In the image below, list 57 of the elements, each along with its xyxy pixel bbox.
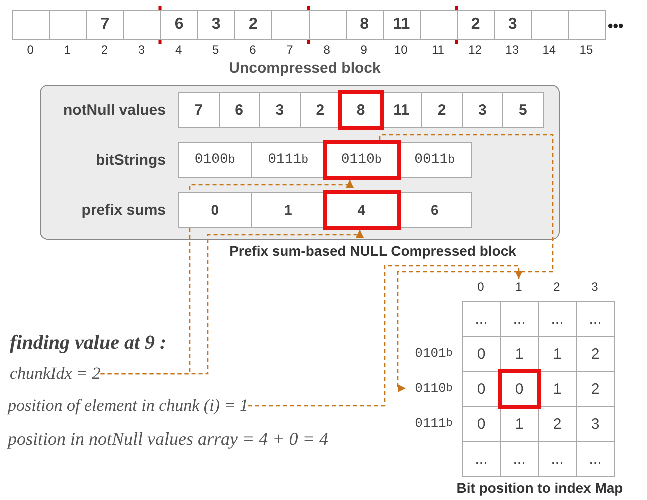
- value-cell: 7: [178, 92, 220, 128]
- arrow: [248, 265, 523, 407]
- block-caption: Uncompressed block: [228, 58, 382, 78]
- value-cell: 2: [456, 10, 495, 40]
- index-number: 14: [542, 42, 558, 57]
- index-number: 3: [137, 42, 146, 57]
- value-cell: 3: [197, 10, 236, 40]
- index-number: 4: [174, 42, 184, 57]
- index-number: 9: [360, 42, 368, 57]
- ellipsis-mark: •••: [608, 16, 625, 36]
- value-cell: 6: [160, 10, 198, 40]
- index-number: 15: [578, 42, 594, 57]
- value-cell: 8: [338, 90, 384, 130]
- equation-text: position of element in chunk (i) = 1: [8, 394, 248, 418]
- equation-text: chunkIdx = 2: [10, 362, 101, 386]
- arrow: [100, 230, 364, 375]
- map-cell: ...: [462, 301, 501, 337]
- row-label: notNull values: [62, 100, 166, 120]
- index-number: 12: [468, 42, 483, 57]
- column-header: 1: [500, 279, 538, 295]
- row-label: prefix sums: [80, 200, 166, 220]
- index-number: 2: [100, 42, 109, 57]
- column-header: 3: [590, 279, 600, 295]
- heading-text: finding value at 9 :: [10, 330, 167, 356]
- value-cell: 2: [234, 10, 272, 40]
- column-header: 2: [552, 279, 562, 295]
- value-cell: 3: [494, 10, 532, 40]
- value-cell: 2: [421, 92, 463, 128]
- row-label: bitStrings: [95, 150, 166, 170]
- equation-text: position in notNull values array = 4 + 0 = 4: [8, 428, 328, 451]
- value-cell: 8: [346, 10, 384, 40]
- column-header: 0: [476, 279, 486, 295]
- value-cell: 6: [218, 92, 260, 128]
- index-number: 7: [286, 42, 294, 57]
- index-number: 0: [26, 42, 35, 57]
- value-cell: 5: [502, 92, 544, 128]
- index-number: 6: [248, 42, 258, 57]
- map-cell: ...: [576, 441, 615, 477]
- prefix-sum-cell: 0: [178, 192, 252, 228]
- value-cell: 3: [462, 92, 504, 128]
- value-cell: 3: [259, 92, 301, 128]
- index-number: 10: [393, 42, 409, 57]
- block-caption: Prefix sum-based NULL Compressed block: [228, 242, 518, 260]
- arrow: [379, 134, 554, 392]
- index-number: 8: [322, 42, 332, 57]
- index-number: 11: [430, 42, 446, 57]
- index-number: 13: [504, 42, 520, 57]
- prefix-sum-cell: 1: [251, 192, 326, 228]
- map-cell: ...: [576, 301, 615, 337]
- index-number: 5: [211, 42, 220, 57]
- prefix-sum-cell: 4: [322, 190, 401, 230]
- map-cell: 0: [498, 369, 541, 409]
- map-caption: Bit position to index Map: [456, 479, 624, 497]
- value-cell: 11: [382, 10, 421, 40]
- value-cell: 7: [86, 10, 124, 40]
- map-cell: ...: [462, 441, 501, 477]
- index-number: 1: [63, 42, 72, 57]
